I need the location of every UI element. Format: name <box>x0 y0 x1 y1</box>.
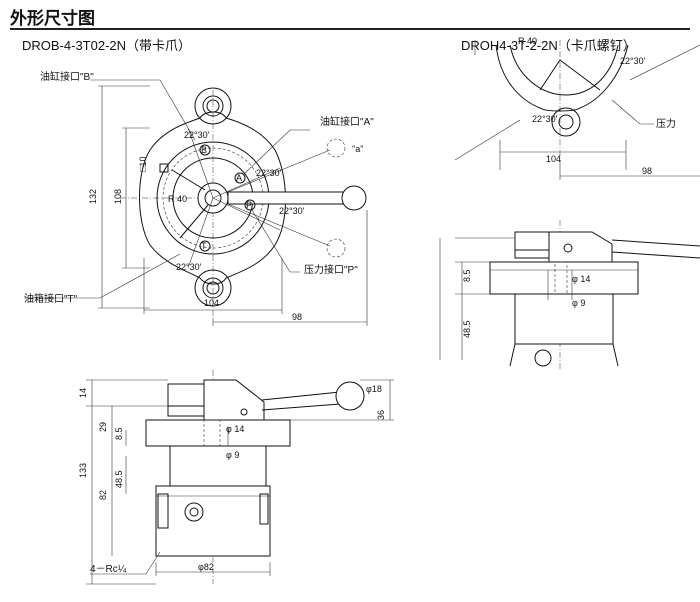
dim-36: 36 <box>376 410 386 420</box>
right-dim-phi14: φ 14 <box>572 274 590 284</box>
right-side-view <box>439 220 700 370</box>
dim-phi14: φ 14 <box>226 424 244 434</box>
port-t-label: 油箱接口"T" <box>24 292 78 305</box>
threads-label: 4－Rc¼ <box>90 563 127 575</box>
dim-8-5: 8.5 <box>114 427 124 440</box>
right-dim-angle-1: 22°30' <box>620 56 646 66</box>
dim-angle-right-a: 22°30' <box>256 168 282 178</box>
right-dim-98: 98 <box>642 166 652 176</box>
model-left: DROB-4-3T02-2N（带卡爪） <box>22 38 192 53</box>
right-dim-104: 104 <box>546 154 561 164</box>
model-right: DROH4-3T-2-2N（卡爪螺钉） <box>461 38 636 53</box>
port-b-label: 油缸接口"B" <box>40 70 94 83</box>
svg-text:A: A <box>236 173 242 183</box>
port-a-label: 油缸接口"A" <box>320 115 374 128</box>
dim-82: 82 <box>98 490 108 500</box>
dim-r40: R 40 <box>168 194 187 204</box>
dim-angle-bottom: 22°30' <box>176 262 202 272</box>
section-title: 外形尺寸图 <box>10 9 95 29</box>
dim-132: 132 <box>88 189 98 204</box>
right-port-p-label: 压力 <box>656 117 676 130</box>
left-top-labels: 油缸接口"B" 油缸接口"A" "a" 压力接口"P" 油箱接口"T" 132 … <box>24 70 374 322</box>
svg-text:P: P <box>246 200 252 210</box>
dim-108: 108 <box>113 189 123 204</box>
dim-98: 98 <box>292 312 302 322</box>
right-dim-8-5: 8.5 <box>462 269 472 282</box>
left-top-view: B A P T <box>24 79 368 326</box>
right-top-view <box>454 40 700 180</box>
dim-29: 29 <box>98 422 108 432</box>
dim-phi18: φ18 <box>366 384 382 394</box>
svg-text:T: T <box>201 241 207 251</box>
right-dim-angle-2: 22°30' <box>532 114 558 124</box>
a-mark-label: "a" <box>352 144 363 154</box>
dim-angle-right-p: 22°30' <box>279 206 305 216</box>
right-dim-48-5: 48.5 <box>462 320 472 338</box>
dim-14: 14 <box>78 388 88 398</box>
dim-sq10: □10 <box>138 157 148 172</box>
left-side-view <box>86 370 394 585</box>
right-dim-phi9: φ 9 <box>572 298 585 308</box>
right-dim-r40: R 40 <box>518 36 537 46</box>
port-p-label: 压力接口"P" <box>304 263 358 276</box>
dim-133: 133 <box>78 463 88 478</box>
svg-text:B: B <box>201 145 207 155</box>
dim-104: 104 <box>204 298 219 308</box>
left-side-labels: 14 29 8.5 48.5 82 133 36 φ18 φ 14 φ 9 φ8… <box>78 384 386 575</box>
dim-48-5: 48.5 <box>114 470 124 488</box>
right-side-labels: 8.5 48.5 φ 14 φ 9 <box>462 269 590 338</box>
dim-angle-top: 22°30' <box>184 130 210 140</box>
dim-phi82: φ82 <box>198 562 214 572</box>
dim-phi9: φ 9 <box>226 450 239 460</box>
section-title-bar: 外形尺寸图 <box>10 4 690 30</box>
right-top-labels: R 40 22°30' 22°30' 104 98 压力 <box>518 36 676 176</box>
